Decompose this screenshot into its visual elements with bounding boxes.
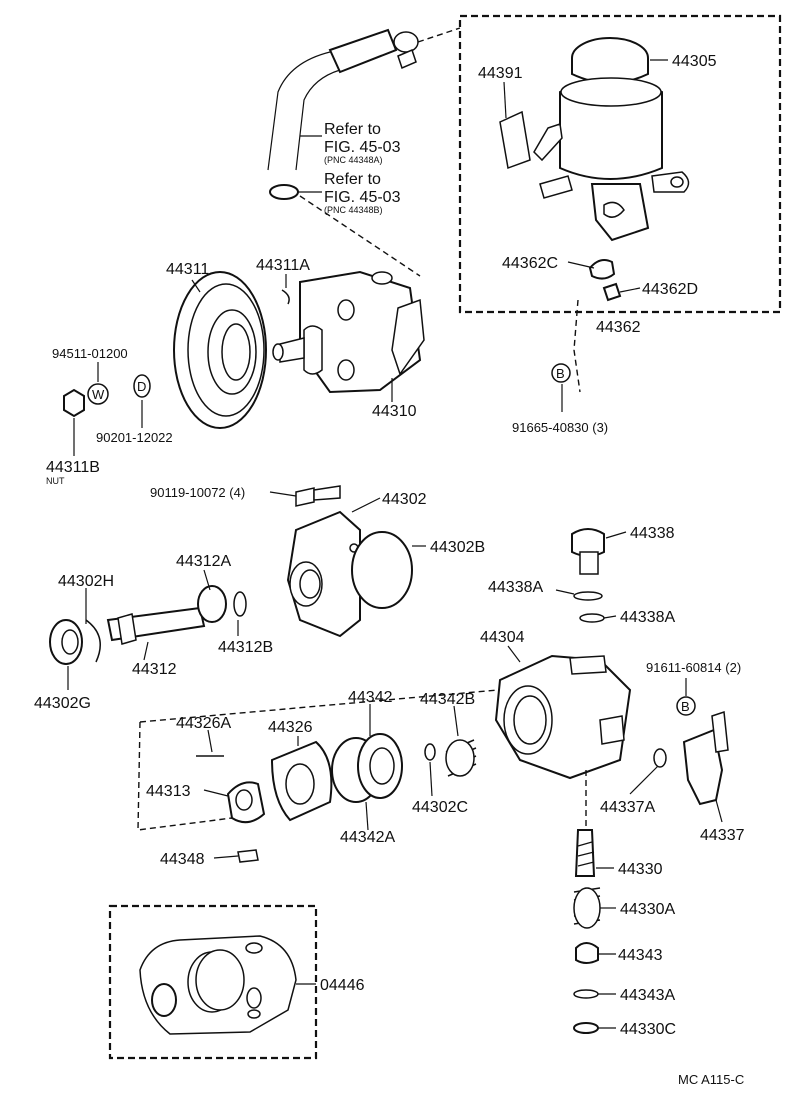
label-44342b: 44342B <box>420 691 475 708</box>
reservoir-tank <box>533 37 690 242</box>
label-44313: 44313 <box>146 783 191 800</box>
gasket-kit <box>139 935 297 1035</box>
label-90201-12022: 90201-12022 <box>96 430 173 445</box>
label-44330: 44330 <box>618 861 663 878</box>
pump-shaft <box>106 585 227 645</box>
label-44330a: 44330A <box>620 901 675 918</box>
shaft-snap-ring <box>233 591 247 617</box>
flow-control-valve <box>574 829 596 877</box>
o-ring-44338a-2 <box>579 613 605 623</box>
refer-note-b-pnc: (PNC 44348B) <box>324 205 383 215</box>
side-plate <box>331 733 403 803</box>
reservoir-hose <box>267 28 419 171</box>
vane-plate <box>237 849 259 863</box>
reservoir-label-plate <box>499 110 531 170</box>
snap-ring-44330c <box>573 1022 599 1034</box>
reservoir-group-box <box>458 14 782 314</box>
label-44310: 44310 <box>372 403 417 420</box>
woodruff-key <box>281 289 290 305</box>
circle-b1-letter: B <box>556 366 565 381</box>
label-44337: 44337 <box>700 827 745 844</box>
label-44326a: 44326A <box>176 715 231 732</box>
label-44312: 44312 <box>132 661 177 678</box>
label-90119-10072: 90119-10072 (4) <box>150 485 245 500</box>
washer-d-letter: D <box>137 379 146 394</box>
label-44302g: 44302G <box>34 695 91 712</box>
washer-d <box>133 374 151 398</box>
label-44311: 44311 <box>166 261 209 278</box>
reservoir-bushing <box>588 259 616 280</box>
label-44348: 44348 <box>160 851 205 868</box>
refer-note-a-line2: FIG. 45-03 <box>324 139 401 156</box>
label-04446: 04446 <box>320 977 365 994</box>
label-44362c: 44362C <box>502 255 558 272</box>
label-44337a: 44337A <box>600 799 655 816</box>
vane-pump-assembly <box>272 270 425 394</box>
label-44302: 44302 <box>382 491 427 508</box>
pulley-nut <box>63 388 85 418</box>
label-44342: 44342 <box>348 689 393 706</box>
refer-note-b-line2: FIG. 45-03 <box>324 189 401 206</box>
label-44338: 44338 <box>630 525 675 542</box>
front-housing <box>286 510 361 638</box>
union-fitting <box>571 528 605 575</box>
label-44302h: 44302H <box>58 573 114 590</box>
valve-plug <box>575 942 599 964</box>
label-44304: 44304 <box>480 629 525 646</box>
label-91611-60814: 91611-60814 (2) <box>646 660 741 675</box>
bolt-callout-b2 <box>676 696 696 716</box>
hose-clamp <box>269 184 299 200</box>
leader-lines <box>67 59 723 1029</box>
label-44311a: 44311A <box>256 257 310 274</box>
figure-code: MC A115-C <box>678 1072 744 1087</box>
label-44312b: 44312B <box>218 639 273 656</box>
o-ring-44302c <box>424 743 436 761</box>
bolt-callout-b1 <box>551 363 571 383</box>
label-44330c: 44330C <box>620 1021 676 1038</box>
label-44326: 44326 <box>268 719 313 736</box>
refer-note-b-line1: Refer to <box>324 171 381 188</box>
o-ring-44337a <box>653 748 667 768</box>
o-ring-44338a-1 <box>573 591 603 601</box>
seal-snap-ring <box>85 619 101 663</box>
label-44302c: 44302C <box>412 799 468 816</box>
pulley <box>173 271 267 429</box>
housing-gasket <box>351 531 413 609</box>
label-44362d: 44362D <box>642 281 698 298</box>
label-44391: 44391 <box>478 65 523 82</box>
label-44338a-1: 44338A <box>488 579 543 596</box>
label-44343: 44343 <box>618 947 663 964</box>
circle-b2-letter: B <box>681 699 690 714</box>
oil-seal-inner <box>61 629 79 655</box>
label-44338a-2: 44338A <box>620 609 675 626</box>
label-44302b: 44302B <box>430 539 485 556</box>
rear-housing <box>494 654 632 780</box>
reservoir-collar <box>602 282 622 302</box>
cam-ring <box>270 740 333 822</box>
label-nut: NUT <box>46 476 65 486</box>
label-44312a: 44312A <box>176 553 231 570</box>
label-44362: 44362 <box>596 319 641 336</box>
pressure-spring <box>445 739 477 777</box>
label-44305: 44305 <box>672 53 717 70</box>
washer-w-letter: W <box>92 387 105 402</box>
o-ring-44343a <box>573 989 599 999</box>
suction-port-union <box>682 710 729 806</box>
rotor <box>226 781 266 824</box>
washer-w <box>87 383 109 405</box>
refer-note-a-line1: Refer to <box>324 121 381 138</box>
valve-spring <box>573 887 601 929</box>
refer-note-a-pnc: (PNC 44348A) <box>324 155 383 165</box>
label-94511-01200: 94511-01200 <box>52 346 128 361</box>
label-44343a: 44343A <box>620 987 675 1004</box>
label-44342a: 44342A <box>340 829 395 846</box>
label-91665-40830: 91665-40830 (3) <box>512 420 608 435</box>
gasket-kit-box <box>108 904 318 1060</box>
housing-bolt <box>295 485 341 507</box>
label-44311b: 44311B <box>46 459 100 476</box>
